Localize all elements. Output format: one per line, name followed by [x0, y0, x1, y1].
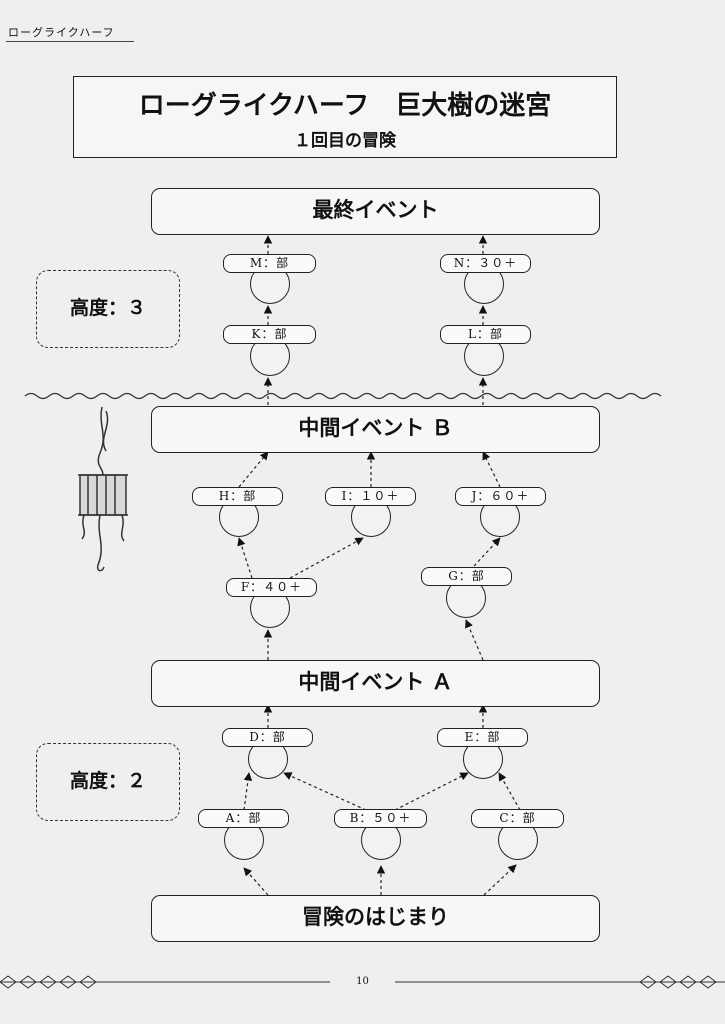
altitude-divider-wave [24, 392, 662, 400]
main-title: ローグライクハーフ 巨大樹の迷宮 [138, 91, 552, 121]
running-header: ローグライクハーフ [8, 26, 115, 39]
stage-final-event: 最終イベント [151, 188, 600, 235]
node-I: I：１０＋ [325, 487, 416, 506]
node-E: E：部 [437, 728, 528, 747]
altitude-label-lower: 高度：２ [36, 743, 180, 821]
node-L: L：部 [440, 325, 531, 344]
node-C: C：部 [471, 809, 564, 828]
node-D: D：部 [222, 728, 313, 747]
node-K: K：部 [223, 325, 316, 344]
node-N: N：３０＋ [440, 254, 531, 273]
node-F: F：４０＋ [226, 578, 317, 597]
node-J: J：６０＋ [455, 487, 546, 506]
altitude-label-upper: 高度：３ [36, 270, 180, 348]
node-G: G：部 [421, 567, 512, 586]
stage-adventure-start: 冒険のはじまり [151, 895, 600, 942]
title-box: ローグライクハーフ 巨大樹の迷宮 １回目の冒険 [73, 76, 617, 158]
sub-title: １回目の冒険 [294, 131, 396, 151]
node-A: A：部 [198, 809, 289, 828]
page-number: 10 [356, 976, 369, 987]
node-H: H：部 [192, 487, 283, 506]
node-B: B：５０＋ [334, 809, 427, 828]
stage-mid-event-b: 中間イベント Ｂ [151, 406, 600, 453]
vine-wrapped-cage-icon [78, 406, 128, 572]
node-M: M：部 [223, 254, 316, 273]
stage-mid-event-a: 中間イベント Ａ [151, 660, 600, 707]
footer-ornament [0, 975, 725, 989]
header-rule [6, 41, 134, 42]
